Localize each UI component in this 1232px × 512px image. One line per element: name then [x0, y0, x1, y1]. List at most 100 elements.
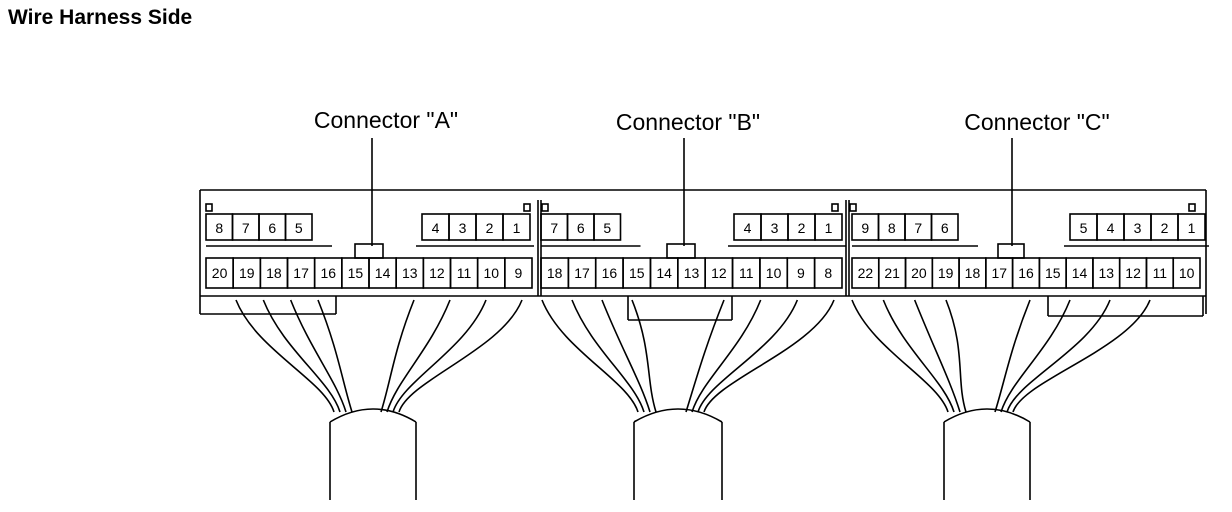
- pin-cell: [813, 257, 843, 289]
- wire: [691, 299, 762, 413]
- wire: [235, 299, 335, 413]
- pin-number: 12: [1125, 265, 1141, 281]
- wire: [994, 299, 1031, 413]
- pin-number: 14: [656, 265, 672, 281]
- pin-number: 6: [941, 220, 949, 236]
- pin-cell: [593, 213, 622, 241]
- wire: [571, 299, 645, 413]
- pin-number: 22: [858, 265, 874, 281]
- corner-clip: [205, 203, 213, 212]
- pin-cell: [814, 213, 843, 241]
- pin-cell: [1172, 257, 1201, 289]
- wire-bundle: [235, 299, 523, 413]
- connector-label: Connector "C": [964, 109, 1109, 135]
- pin-number: 14: [375, 265, 391, 281]
- corner-clip: [1188, 203, 1196, 212]
- pin-number: 21: [884, 265, 900, 281]
- pin-number: 3: [771, 220, 779, 236]
- wire: [945, 299, 967, 413]
- pin-number: 10: [766, 265, 782, 281]
- pin-number: 10: [1179, 265, 1195, 281]
- cable-sleeve: [633, 408, 723, 500]
- pin-number: 2: [1161, 220, 1169, 236]
- pin-number: 1: [513, 220, 521, 236]
- pin-number: 11: [457, 265, 472, 281]
- cable-sleeve-top: [943, 408, 1031, 423]
- pin-number: 18: [266, 265, 282, 281]
- wire: [697, 299, 799, 413]
- pin-number: 2: [798, 220, 806, 236]
- latch-tab: [666, 243, 696, 259]
- pin-number: 10: [483, 265, 499, 281]
- pin-number: 9: [861, 220, 869, 236]
- pin-number: 17: [574, 265, 590, 281]
- corner-clip: [831, 203, 839, 212]
- cable-sleeve: [943, 408, 1031, 500]
- wire: [317, 299, 353, 413]
- cable-sleeve: [329, 408, 417, 500]
- latch-tab: [997, 243, 1025, 259]
- pin-number: 3: [459, 220, 467, 236]
- wire: [1012, 299, 1151, 413]
- wire: [392, 299, 487, 413]
- pin-number: 5: [1080, 220, 1088, 236]
- pin-number: 5: [295, 220, 303, 236]
- pin-number: 16: [320, 265, 336, 281]
- pin-number: 5: [603, 220, 611, 236]
- pin-number: 7: [914, 220, 922, 236]
- wire: [685, 299, 725, 413]
- wire: [398, 299, 523, 413]
- page-title: Wire Harness Side: [8, 6, 193, 29]
- pin-number: 8: [888, 220, 896, 236]
- cable-sleeve-top: [633, 408, 723, 423]
- pin-number: 13: [1099, 265, 1115, 281]
- wire: [541, 299, 639, 413]
- wire-bundle: [851, 299, 1151, 413]
- pin-number: 20: [911, 265, 927, 281]
- pin-cell: [1177, 213, 1206, 241]
- pin-number: 11: [1153, 265, 1168, 281]
- wire: [1006, 299, 1111, 413]
- pin-number: 4: [744, 220, 752, 236]
- wire: [882, 299, 955, 413]
- connector-label: Connector "B": [616, 109, 760, 135]
- corner-clip: [541, 203, 549, 212]
- pin-number: 7: [550, 220, 558, 236]
- pin-number: 8: [824, 265, 832, 281]
- pin-cell: [930, 213, 959, 241]
- pin-number: 16: [602, 265, 618, 281]
- pin-number: 1: [1188, 220, 1196, 236]
- pin-number: 2: [486, 220, 494, 236]
- connector-housing: [199, 189, 1207, 315]
- pin-cell: [284, 213, 313, 241]
- pin-number: 18: [965, 265, 981, 281]
- pin-number: 19: [239, 265, 255, 281]
- pin-number: 13: [402, 265, 418, 281]
- pin-cell: [502, 213, 531, 241]
- wire: [262, 299, 341, 413]
- pin-number: 18: [547, 265, 563, 281]
- wire: [1000, 299, 1071, 413]
- wire: [289, 299, 347, 413]
- wire: [386, 299, 451, 413]
- pin-number: 17: [991, 265, 1007, 281]
- pin-number: 16: [1018, 265, 1034, 281]
- pin-number: 3: [1134, 220, 1142, 236]
- wire: [631, 299, 657, 413]
- pin-number: 8: [215, 220, 223, 236]
- pin-number: 17: [293, 265, 309, 281]
- wire: [703, 299, 835, 413]
- wire: [851, 299, 949, 413]
- pin-number: 6: [577, 220, 585, 236]
- pin-number: 15: [629, 265, 645, 281]
- wire: [380, 299, 415, 413]
- latch-tab: [354, 243, 384, 259]
- pin-number: 20: [212, 265, 228, 281]
- pin-number: 14: [1072, 265, 1088, 281]
- pin-number: 9: [797, 265, 805, 281]
- pin-number: 1: [825, 220, 833, 236]
- pin-number: 7: [242, 220, 250, 236]
